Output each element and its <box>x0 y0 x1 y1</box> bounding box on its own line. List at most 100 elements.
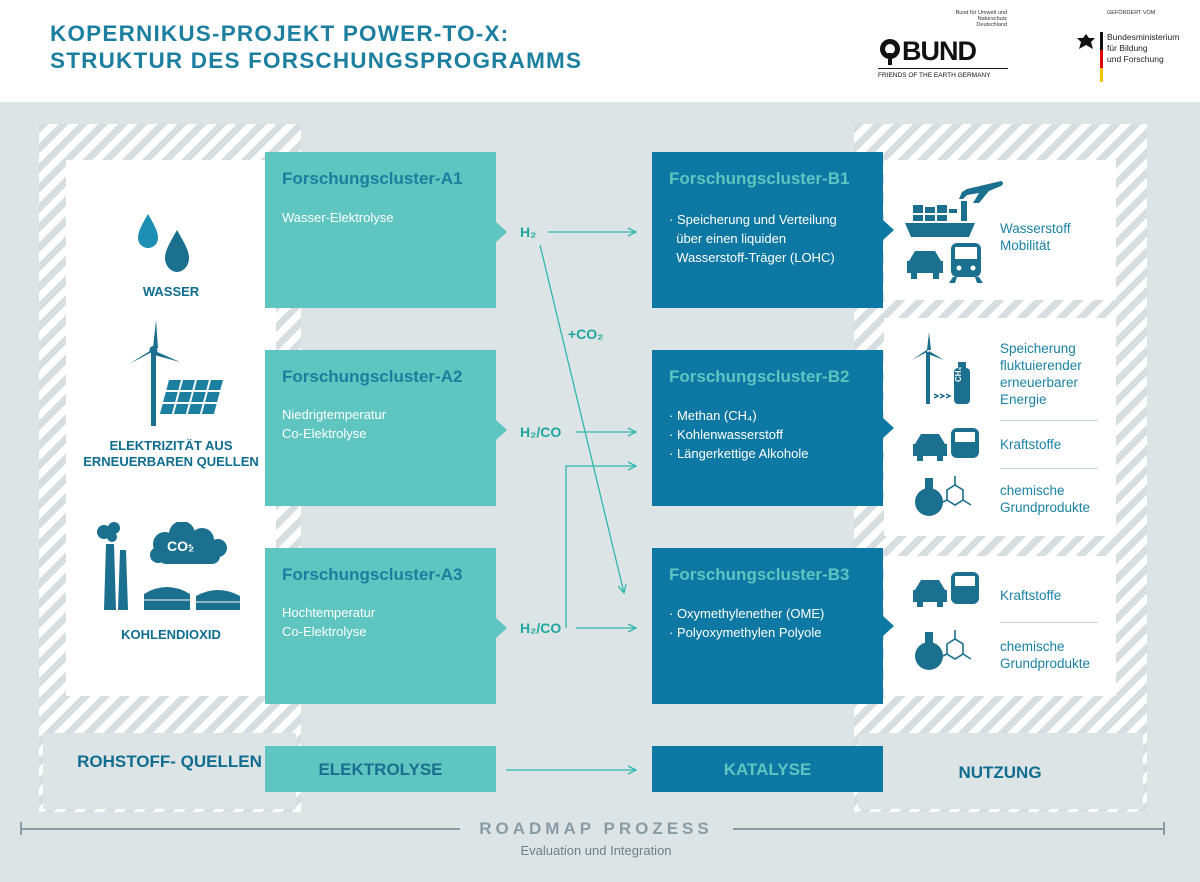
divider <box>1000 622 1098 623</box>
cluster-b2-line-2: · Kohlenwasserstoff <box>669 427 783 442</box>
flow-label-h2co-a2: H₂/CO <box>520 424 562 440</box>
eagle-icon <box>1077 34 1095 49</box>
ministry-name-line: und Forschung <box>1107 54 1164 64</box>
roadmap-line-left <box>20 828 460 830</box>
cluster-b2-title: Forschungscluster-B2 <box>669 367 850 386</box>
ministry-name-line: Bundesministerium <box>1107 32 1180 42</box>
cluster-a2-desc-2: Co-Elektrolyse <box>282 426 367 441</box>
usage-b2-chem-text: chemische Grundprodukte <box>1000 483 1091 515</box>
cluster-a3-desc-1: Hochtemperatur <box>282 605 376 620</box>
cluster-a2-desc-1: Niedrigtemperatur <box>282 407 387 422</box>
cluster-b3-line-2: · Polyoxymethylen Polyole <box>669 625 822 640</box>
cluster-a2-title: Forschungscluster-A2 <box>282 367 463 386</box>
roadmap-subtitle: Evaluation und Integration <box>520 843 672 858</box>
roadmap-line-right <box>733 828 1165 830</box>
cluster-a3: Forschungscluster-A3 Hochtemperatur Co-E… <box>265 548 496 704</box>
cluster-a2: Forschungscluster-A2 Niedrigtemperatur C… <box>265 350 496 506</box>
flag-black <box>1100 32 1103 50</box>
cluster-a3-title: Forschungscluster-A3 <box>282 565 463 584</box>
usage-panel-b3 <box>884 556 1116 696</box>
cluster-a1-title: Forschungscluster-A1 <box>282 169 463 188</box>
cluster-b2-line-1: · Methan (CH₄) <box>669 408 757 423</box>
cluster-a3-pointer <box>496 618 507 638</box>
bund-tree-icon <box>880 39 900 65</box>
usage-column-label: NUTZUNG <box>958 763 1042 782</box>
cluster-b3-pointer <box>883 616 894 636</box>
co2-cloud-label: CO₂ <box>167 538 195 554</box>
title-line-2: STRUKTUR DES FORSCHUNGSPROGRAMMS <box>50 48 583 73</box>
flask-molecule-icon <box>915 630 972 670</box>
cluster-a1: Forschungscluster-A1 Wasser-Elektrolyse <box>265 152 496 308</box>
page-title: KOPERNIKUS-PROJEKT POWER-TO-X: STRUKTUR … <box>50 20 582 74</box>
bund-logo-small-text: Bund für Umwelt und Naturschutz Deutschl… <box>955 10 1007 28</box>
ministry-logo: GEFÖRDERT VOM Bundesministerium für Bild… <box>1075 10 1185 85</box>
ch4-tank-label: CH₄ <box>954 366 963 382</box>
cluster-b2: Forschungscluster-B2 · Methan (CH₄) · Ko… <box>652 350 883 506</box>
flag-red <box>1100 50 1103 68</box>
cluster-b1: Forschungscluster-B1 · Speicherung und V… <box>652 152 883 308</box>
arrow-h2-b3 <box>539 244 624 593</box>
flask-molecule-icon <box>915 476 972 516</box>
usage-b2-storage-text: Speicherung fluktuierender erneuerbarer … <box>1000 341 1082 407</box>
usage-b3-chem-text: chemische Grundprodukte <box>1000 639 1091 671</box>
source-label-elektrizitaet: ELEKTRIZITÄT AUS ERNEUERBAREN QUELLEN <box>83 438 259 469</box>
cluster-b1-pointer <box>883 220 894 240</box>
bund-name: BUND <box>902 36 977 66</box>
bund-rule <box>878 68 1008 69</box>
katalyse-box: KATALYSE <box>652 746 883 792</box>
usage-b2-fuel-text: Kraftstoffe <box>1000 437 1062 452</box>
source-label-kohlendioxid: KOHLENDIOXID <box>121 627 221 642</box>
airplane-icon <box>959 181 1003 203</box>
divider <box>1000 420 1098 421</box>
cluster-b3-line-1: · Oxymethylenether (OME) <box>669 606 825 621</box>
sources-column-label: ROHSTOFF- QUELLEN <box>77 752 262 771</box>
cluster-b1-line-3: Wasserstoff-Träger (LOHC) <box>669 250 835 265</box>
transport-icons <box>905 181 1003 283</box>
ship-icon <box>905 201 975 237</box>
car-icon <box>907 251 943 279</box>
cluster-b1-line-1: · Speicherung und Verteilung <box>669 212 837 227</box>
title-line-1: KOPERNIKUS-PROJEKT POWER-TO-X: <box>50 21 510 46</box>
cluster-b1-line-2: über einen liquiden <box>669 231 787 246</box>
elektrolyse-box: ELEKTROLYSE <box>265 746 496 792</box>
bund-tagline: FRIENDS OF THE EARTH GERMANY <box>878 72 991 79</box>
cluster-a1-pointer <box>496 222 507 242</box>
roadmap-title: ROADMAP PROZESS <box>479 819 713 838</box>
usage-b3-fuel-text: Kraftstoffe <box>1000 588 1062 603</box>
cluster-b3: Forschungscluster-B3 · Oxymethylenether … <box>652 548 883 704</box>
flow-label-h2co-a3: H₂/CO <box>520 620 562 636</box>
bund-logo: Bund für Umwelt und Naturschutz Deutschl… <box>870 10 1010 85</box>
ministry-name: Bundesministerium für Bildung und Forsch… <box>1107 32 1179 65</box>
wind-solar-icon <box>129 320 223 426</box>
funded-by-text: GEFÖRDERT VOM <box>1107 10 1156 16</box>
flow-label-h2: H₂ <box>520 224 537 240</box>
elektrolyse-label: ELEKTROLYSE <box>318 760 443 779</box>
cluster-a2-pointer <box>496 420 507 440</box>
usage-label-box <box>858 733 1143 809</box>
car-train-icon <box>913 572 979 607</box>
wind-tank-icon <box>912 332 970 404</box>
cluster-b3-title: Forschungscluster-B3 <box>669 565 850 584</box>
cluster-a1-desc: Wasser-Elektrolyse <box>282 210 394 225</box>
flow-label-co2: +CO₂ <box>568 326 604 342</box>
cluster-b2-pointer <box>883 418 894 438</box>
industry-co2-icon <box>97 522 240 610</box>
source-label-wasser: WASSER <box>142 284 200 299</box>
header: KOPERNIKUS-PROJEKT POWER-TO-X: STRUKTUR … <box>0 0 1200 102</box>
divider <box>1000 468 1098 469</box>
cluster-b2-line-3: · Längerkettige Alkohole <box>669 446 809 461</box>
roadmap-tick-right <box>1163 822 1165 835</box>
train-icon <box>949 243 983 283</box>
water-drops-icon <box>138 214 189 272</box>
katalyse-label: KATALYSE <box>723 760 812 779</box>
cluster-a3-desc-2: Co-Elektrolyse <box>282 624 367 639</box>
cluster-b1-title: Forschungscluster-B1 <box>669 169 850 188</box>
car-train-icon <box>913 428 979 461</box>
roadmap-tick-left <box>20 822 22 835</box>
sources-label-box <box>43 733 296 809</box>
usage-b1-text: Wasserstoff Mobilität <box>1000 221 1071 253</box>
flag-gold <box>1100 68 1103 82</box>
arrow-a3-b2 <box>565 466 636 628</box>
ministry-name-line: für Bildung <box>1107 43 1148 53</box>
